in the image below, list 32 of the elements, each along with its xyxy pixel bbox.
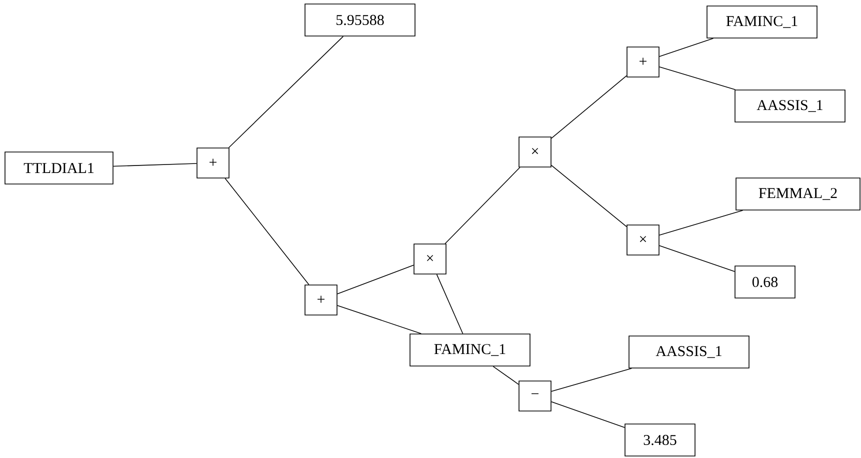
- operator-box: ×: [518, 136, 552, 168]
- connector-line: [337, 305, 422, 334]
- connector-line: [551, 368, 632, 392]
- operator-box: +: [304, 284, 338, 316]
- label-box: TTLDIAL1: [4, 152, 114, 184]
- operator-box: +: [626, 46, 660, 78]
- label-box: FAMINC_1: [410, 334, 530, 366]
- label-box: FAMINC_1: [706, 6, 818, 38]
- connector-line: [337, 264, 414, 294]
- connector-line: [659, 66, 736, 90]
- connector-line: [551, 401, 625, 428]
- label-box: 5.95588: [304, 4, 416, 36]
- label-box: FEMMAL_2: [736, 178, 860, 210]
- connector-line: [228, 36, 344, 148]
- operator-box: −: [518, 380, 552, 412]
- connector-line: [659, 210, 744, 236]
- connector-line: [113, 163, 197, 167]
- connector-line: [436, 274, 464, 334]
- label-box: 3.485: [624, 424, 696, 456]
- connector-line: [492, 366, 519, 385]
- connector-line: [444, 167, 520, 244]
- operator-box: ×: [414, 244, 446, 274]
- connector-line: [659, 245, 735, 272]
- connector-line: [551, 75, 627, 139]
- connector-line: [551, 164, 627, 228]
- connector-line: [224, 178, 310, 285]
- label-box: AASSIS_1: [734, 90, 846, 122]
- label-box: 0.68: [734, 266, 796, 298]
- label-box: AASSIS_1: [628, 336, 750, 368]
- operator-box: +: [196, 148, 230, 178]
- connector-line: [659, 38, 714, 57]
- operator-box: ×: [626, 224, 660, 256]
